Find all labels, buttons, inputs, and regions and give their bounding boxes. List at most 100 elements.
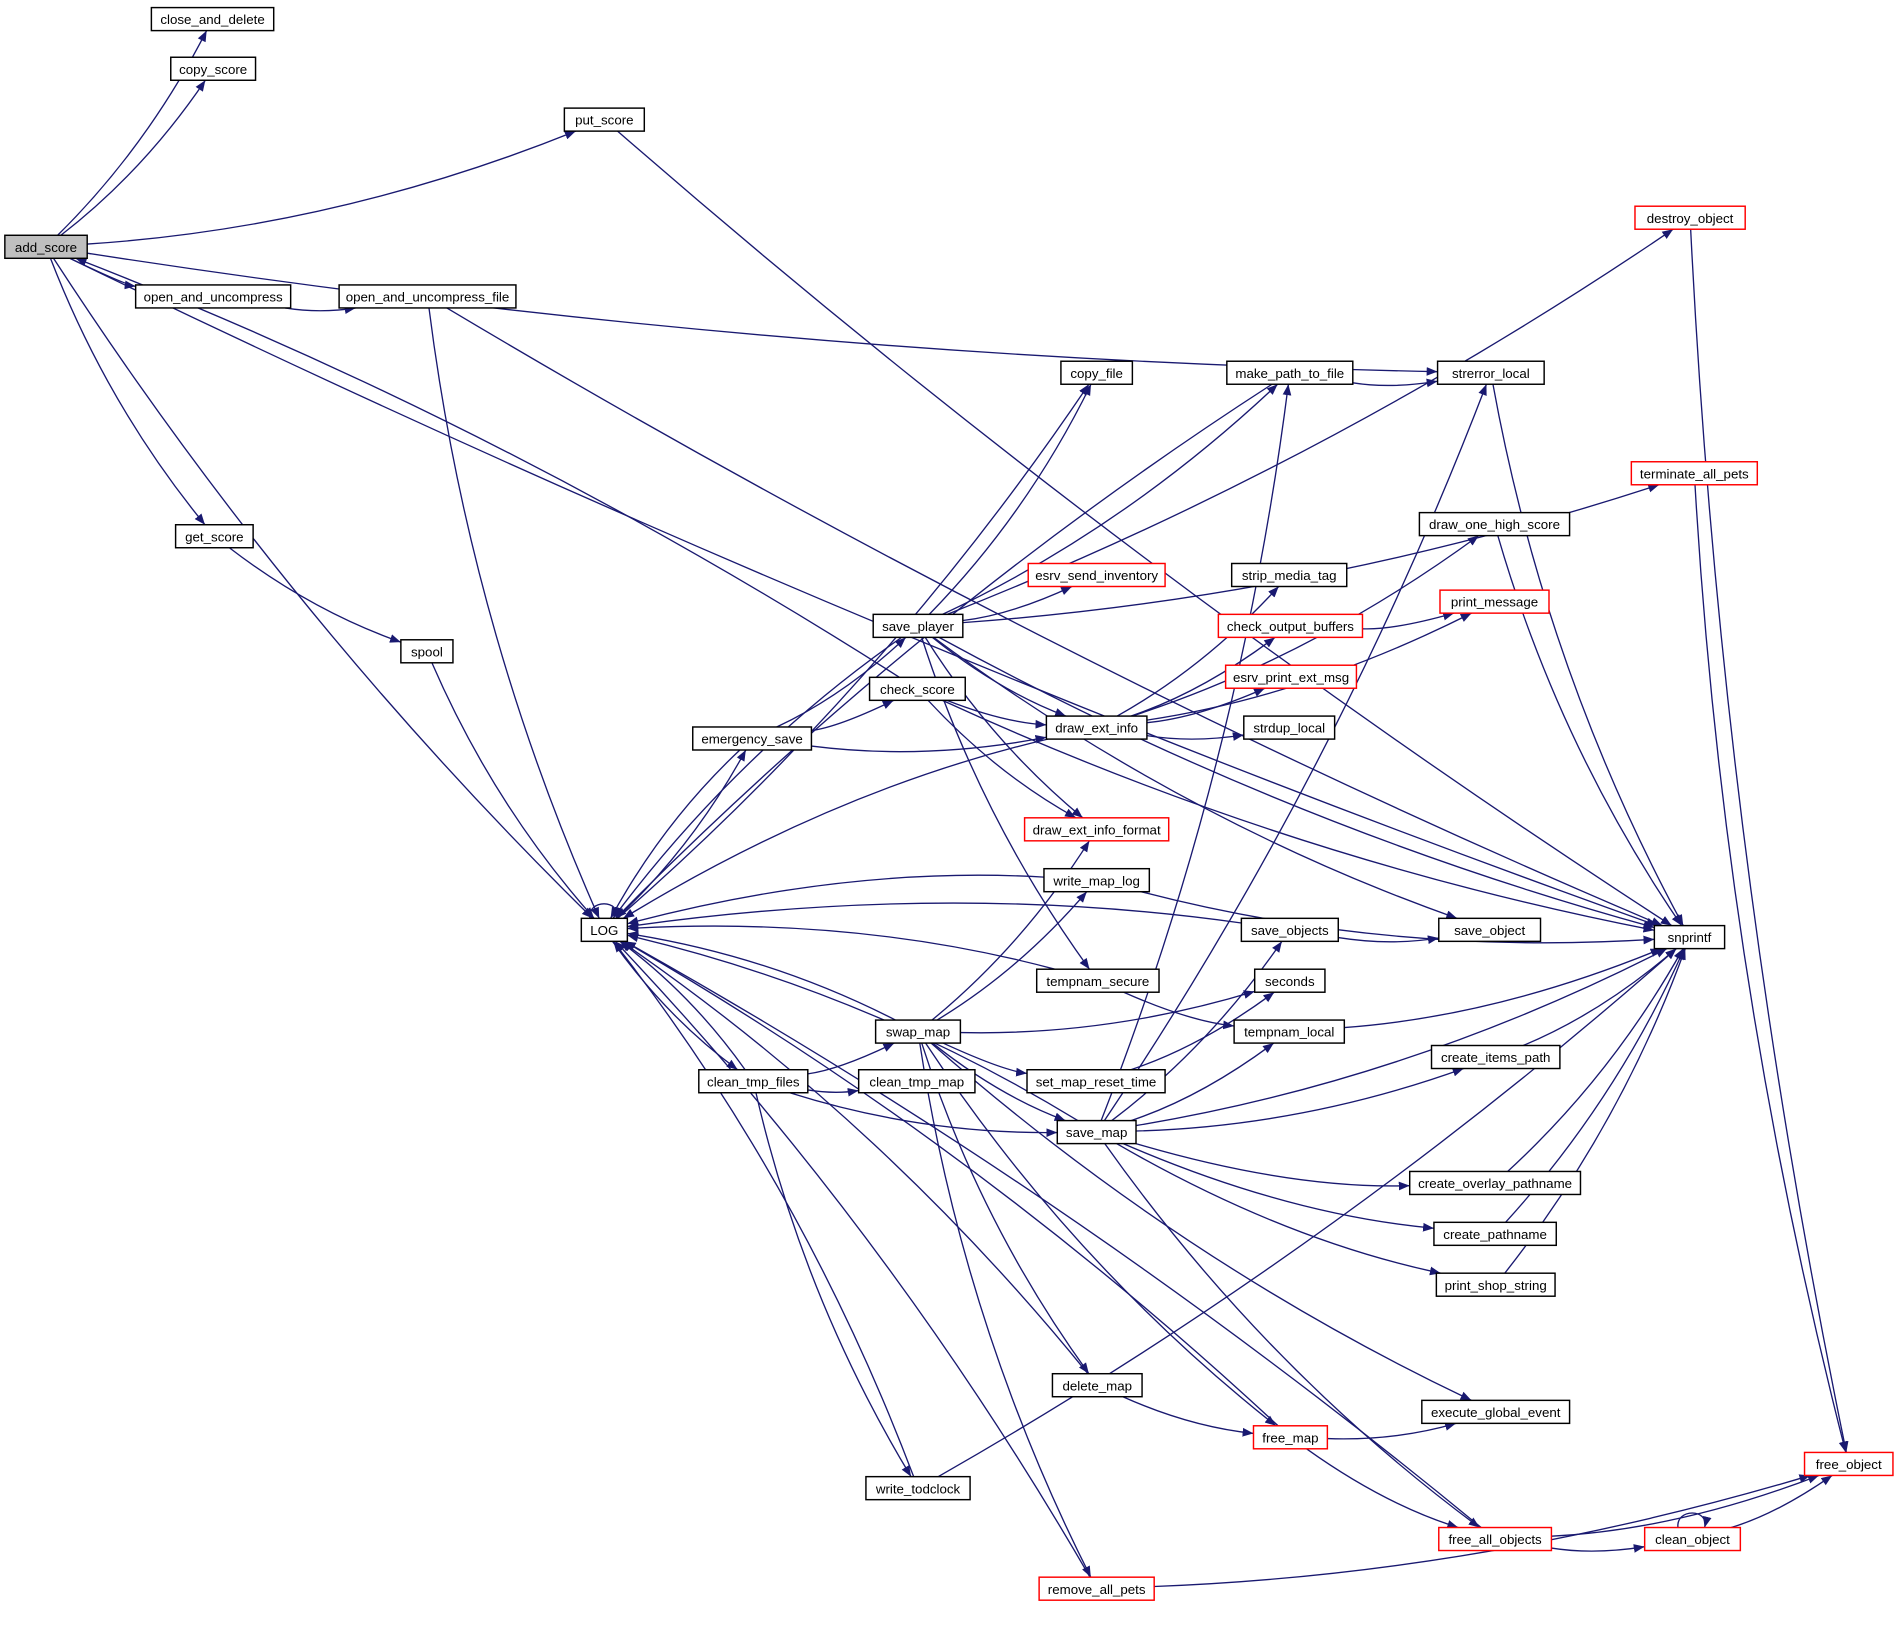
node-save-player[interactable]: save_player (872, 613, 964, 639)
node-label: create_pathname (1443, 1227, 1547, 1242)
node-box (400, 639, 454, 664)
node-print-shop-string[interactable]: print_shop_string (1435, 1272, 1556, 1297)
node-strerror-local[interactable]: strerror_local (1436, 360, 1545, 385)
node-tempnam-local[interactable]: tempnam_local (1233, 1019, 1346, 1044)
edge-swap-map-to-save-map (932, 1042, 1066, 1122)
node-create-overlay-pathname[interactable]: create_overlay_pathname (1408, 1170, 1582, 1196)
node-label: check_score (880, 682, 955, 697)
node-LOG[interactable]: LOG (580, 917, 629, 943)
node-box (1435, 1272, 1556, 1297)
edge-swap-map-to-LOG (627, 930, 896, 1021)
node-open-and-uncompress-file[interactable]: open_and_uncompress_file (338, 284, 517, 309)
edge-save-map-to-strerror-local (1103, 384, 1488, 1121)
node-esrv-send-inventory[interactable]: esrv_send_inventory (1027, 562, 1166, 588)
node-strdup-local[interactable]: strdup_local (1243, 715, 1336, 740)
node-box (1027, 562, 1166, 588)
node-label: esrv_print_ext_msg (1233, 670, 1349, 685)
edge-delete-map-to-free-map (1122, 1396, 1254, 1437)
node-copy-file[interactable]: copy_file (1060, 360, 1134, 385)
node-draw-ext-info[interactable]: draw_ext_info (1045, 715, 1148, 740)
node-box (1653, 924, 1726, 950)
node-save-object[interactable]: save_object (1438, 917, 1542, 943)
node-free-map[interactable]: free_map (1252, 1425, 1329, 1450)
node-emergency-save[interactable]: emergency_save (692, 726, 813, 751)
edge-draw-ext-info-to-strdup-local (1146, 732, 1244, 741)
node-clean-object[interactable]: clean_object (1643, 1526, 1742, 1552)
edge-add-score-to-copy-score (60, 79, 206, 236)
node-add-score[interactable]: add_score (4, 234, 88, 260)
node-label: close_and_delete (160, 12, 264, 27)
node-box (1243, 715, 1336, 740)
node-snprintf[interactable]: snprintf (1653, 924, 1726, 950)
node-draw-one-high-score[interactable]: draw_one_high_score (1418, 511, 1571, 537)
node-box (150, 6, 275, 32)
edge-strerror-local-to-snprintf (1492, 384, 1684, 926)
node-check-output-buffers[interactable]: check_output_buffers (1217, 613, 1364, 639)
node-esrv-print-ext-msg[interactable]: esrv_print_ext_msg (1224, 664, 1358, 689)
node-clean-tmp-map[interactable]: clean_tmp_map (857, 1068, 976, 1094)
node-box (1026, 1068, 1166, 1094)
edge-save-map-to-create-pathname (1122, 1142, 1434, 1232)
edge-add-score-to-LOG (52, 257, 594, 919)
edge-LOG-to-copy-file (617, 383, 1090, 919)
node-remove-all-pets[interactable]: remove_all_pets (1038, 1576, 1155, 1601)
edge-open-and-uncompress-file-to-LOG (428, 307, 600, 919)
node-swap-map[interactable]: swap_map (874, 1019, 962, 1044)
node-box (1051, 1372, 1143, 1398)
node-write-todclock[interactable]: write_todclock (865, 1475, 971, 1501)
node-box (1430, 1044, 1561, 1070)
edge-clean-tmp-files-to-LOG (619, 940, 746, 1071)
node-create-items-path[interactable]: create_items_path (1430, 1044, 1561, 1070)
node-put-score[interactable]: put_score (563, 107, 646, 132)
node-label: write_map_log (1052, 873, 1140, 888)
node-label: draw_ext_info (1055, 721, 1138, 736)
node-close-and-delete[interactable]: close_and_delete (150, 6, 275, 32)
node-destroy-object[interactable]: destroy_object (1634, 205, 1746, 230)
node-save-map[interactable]: save_map (1056, 1119, 1137, 1145)
node-box (580, 917, 629, 943)
node-set-map-reset-time[interactable]: set_map_reset_time (1026, 1068, 1166, 1094)
edge-add-score-to-snprintf (69, 257, 1658, 927)
edge-save-objects-to-save-object (1338, 935, 1439, 945)
edge-save-map-to-create-items-path (1135, 1067, 1464, 1132)
edge-tempnam-secure-to-tempnam-local (1123, 991, 1235, 1030)
edge-check-score-to-draw-ext-info (946, 699, 1047, 729)
node-label: get_score (185, 529, 243, 544)
node-box (563, 107, 646, 132)
edge-draw-ext-info-to-check-output-buffers (1130, 636, 1276, 717)
node-label: open_and_uncompress (144, 290, 283, 305)
edge-emergency-save-to-check-score (811, 699, 894, 732)
node-label: open_and_uncompress_file (346, 290, 510, 305)
node-spool[interactable]: spool (400, 639, 454, 664)
edge-add-score-to-strerror-local (87, 252, 1438, 376)
node-get-score[interactable]: get_score (174, 524, 254, 549)
node-copy-score[interactable]: copy_score (170, 56, 257, 81)
node-draw-ext-info-format[interactable]: draw_ext_info_format (1023, 817, 1170, 842)
node-terminate-all-pets[interactable]: terminate_all_pets (1630, 461, 1759, 486)
node-label: print_message (1451, 595, 1538, 610)
node-label: create_overlay_pathname (1418, 1176, 1572, 1191)
node-print-message[interactable]: print_message (1439, 589, 1550, 614)
node-save-objects[interactable]: save_objects (1240, 917, 1339, 943)
node-free-object[interactable]: free_object (1803, 1451, 1894, 1477)
node-box (338, 284, 517, 309)
node-clean-tmp-files[interactable]: clean_tmp_files (698, 1068, 809, 1094)
node-execute-global-event[interactable]: execute_global_event (1421, 1399, 1571, 1425)
node-seconds[interactable]: seconds (1253, 968, 1326, 993)
node-free-all-objects[interactable]: free_all_objects (1438, 1526, 1553, 1552)
node-open-and-uncompress[interactable]: open_and_uncompress (134, 284, 292, 309)
node-delete-map[interactable]: delete_map (1051, 1372, 1143, 1398)
node-check-score[interactable]: check_score (868, 676, 966, 702)
node-make-path-to-file[interactable]: make_path_to_file (1226, 360, 1354, 385)
node-write-map-log[interactable]: write_map_log (1043, 867, 1151, 893)
edge-save-map-to-print-shop-string (1116, 1143, 1441, 1276)
node-create-pathname[interactable]: create_pathname (1433, 1221, 1557, 1247)
node-strip-media-tag[interactable]: strip_media_tag (1230, 562, 1348, 588)
edge-write-todclock-to-LOG (612, 940, 915, 1477)
edge-swap-map-to-draw-ext-info-format (931, 840, 1090, 1021)
node-tempnam-secure[interactable]: tempnam_secure (1035, 968, 1160, 993)
edge-open-and-uncompress-to-open-and-uncompress-file (284, 305, 356, 314)
node-label: write_todclock (875, 1481, 961, 1496)
edge-write-todclock-to-snprintf (937, 948, 1677, 1478)
edge-swap-map-to-write-map-log (936, 891, 1088, 1021)
